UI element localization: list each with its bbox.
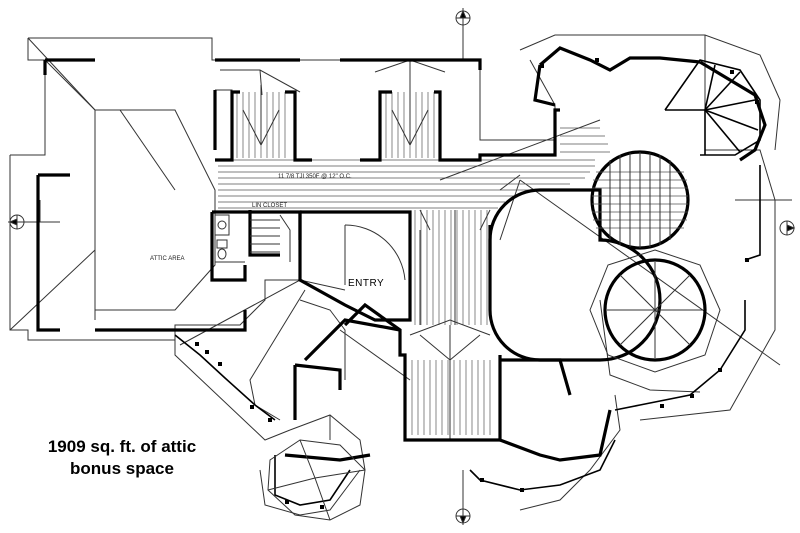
joist-note: 11 7/8 TJI 350F @ 12" O.C. bbox=[278, 174, 352, 180]
bathroom-fixtures bbox=[214, 214, 245, 263]
joist-hatch-central-vertical bbox=[414, 210, 488, 325]
section-marker-right bbox=[735, 199, 796, 236]
dormer-hips bbox=[215, 59, 601, 440]
section-marker-bottom bbox=[455, 470, 471, 525]
joist-hatch-main-horizontal bbox=[218, 127, 610, 209]
turret-round-upper bbox=[590, 150, 690, 250]
entry-label: ENTRY bbox=[348, 278, 384, 289]
joist-hatch bbox=[218, 92, 610, 435]
closet-label: LIN CLOSET bbox=[252, 203, 287, 209]
caption-line-2: bonus space bbox=[70, 459, 174, 478]
joist-hatch-left-dormer bbox=[236, 92, 286, 158]
turret-rails bbox=[174, 59, 761, 506]
attic-space-caption: 1909 sq. ft. of attic bonus space bbox=[22, 436, 222, 480]
joist-hatch-lower-dormer bbox=[411, 360, 491, 435]
stairs bbox=[250, 214, 291, 262]
section-marker-top bbox=[455, 8, 471, 60]
caption-line-1: 1909 sq. ft. of attic bbox=[47, 437, 197, 456]
section-markers bbox=[8, 8, 796, 525]
attic-area-label: ATTIC AREA bbox=[150, 256, 185, 262]
entry-door-swing bbox=[344, 224, 406, 285]
knee-walls bbox=[36, 46, 767, 462]
turret-round-lower bbox=[589, 249, 721, 373]
posts bbox=[195, 58, 759, 509]
turret-lower-left bbox=[267, 439, 366, 521]
section-marker-left bbox=[8, 200, 60, 230]
